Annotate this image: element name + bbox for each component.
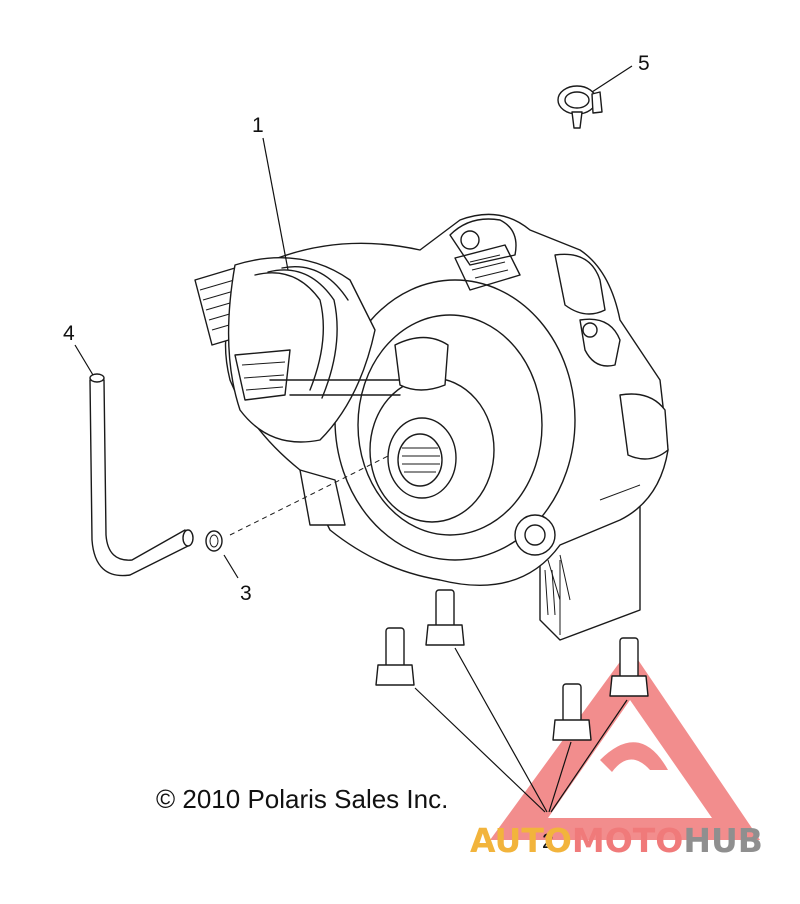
callout-4: 4 xyxy=(63,322,75,345)
watermark-text-auto: AUTO xyxy=(470,821,572,860)
bolt-part xyxy=(552,683,592,741)
bolt-part xyxy=(609,637,649,697)
hose-clamp-part xyxy=(557,85,603,129)
bolt-part xyxy=(425,589,465,646)
callout-5: 5 xyxy=(638,52,650,75)
callout-2: 2 xyxy=(542,830,554,853)
callout-3: 3 xyxy=(240,582,252,605)
copyright-notice: © 2010 Polaris Sales Inc. xyxy=(156,784,448,814)
callout-1: 1 xyxy=(252,114,264,137)
bolt-part xyxy=(375,627,415,686)
assembly-axis-line xyxy=(229,454,391,536)
watermark-logo xyxy=(490,648,760,840)
watermark-text-moto: MOTO xyxy=(572,821,683,860)
leader-lines xyxy=(74,65,633,813)
watermark-text-hub: HUB xyxy=(683,821,763,860)
watermark-text: AUTOMOTOHUB xyxy=(470,821,763,860)
gearcase-assembly xyxy=(194,213,669,641)
snap-ring-part xyxy=(205,530,223,552)
vent-hose-part xyxy=(89,373,194,577)
